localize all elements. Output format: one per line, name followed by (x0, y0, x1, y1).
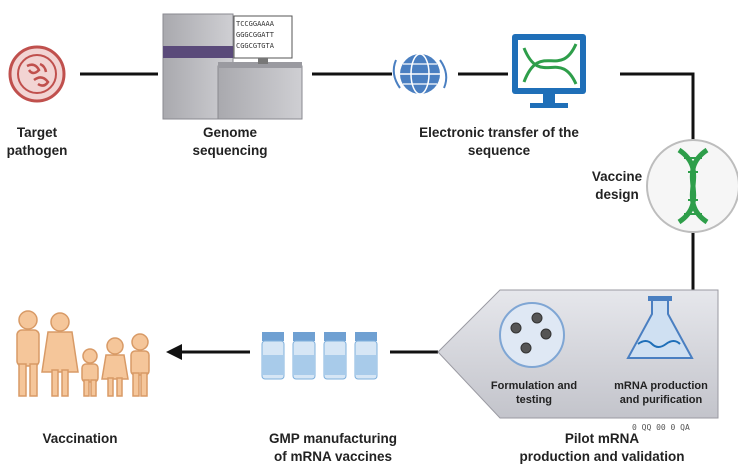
dna-icon (646, 139, 738, 233)
sequencer-screen-text: TCCGGAAAA GGGCGGATT CGGCGTGTA (236, 19, 292, 52)
label-formulation-testing: Formulation and testing (490, 380, 578, 406)
label-electronic-transfer: Electronic transfer of the sequence (419, 125, 579, 158)
label-genome-sequencing: Genome sequencing (192, 125, 268, 158)
label-vaccine-design: Vaccine design (591, 169, 643, 202)
connector-lines (80, 72, 695, 354)
label-vaccination: Vaccination (42, 431, 118, 446)
vials-icon (261, 332, 378, 380)
label-gmp-manufacturing: GMP manufacturing of mRNA vaccines (268, 431, 397, 464)
flask-icon (626, 296, 694, 359)
sequence-line: GGGCGGATT (236, 31, 274, 39)
pathogen-icon (8, 45, 66, 103)
label-mrna-purification: mRNA production and purification (614, 380, 708, 406)
sequencer-icon (162, 13, 303, 120)
label-target-pathogen: Target pathogen (6, 125, 68, 158)
family-icon (16, 310, 150, 397)
nanoparticles-icon (499, 302, 565, 368)
arrow-head (166, 344, 182, 360)
monitor-dna-icon (512, 34, 586, 108)
label-pilot-tag: 0 QQ 00 0 QA (632, 423, 690, 432)
label-pilot-production: Pilot mRNA production and validation (519, 431, 685, 464)
sequence-line: TCCGGAAAA (236, 20, 274, 28)
sequence-line: CGGCGTGTA (236, 42, 274, 50)
globe-icon (392, 53, 448, 95)
